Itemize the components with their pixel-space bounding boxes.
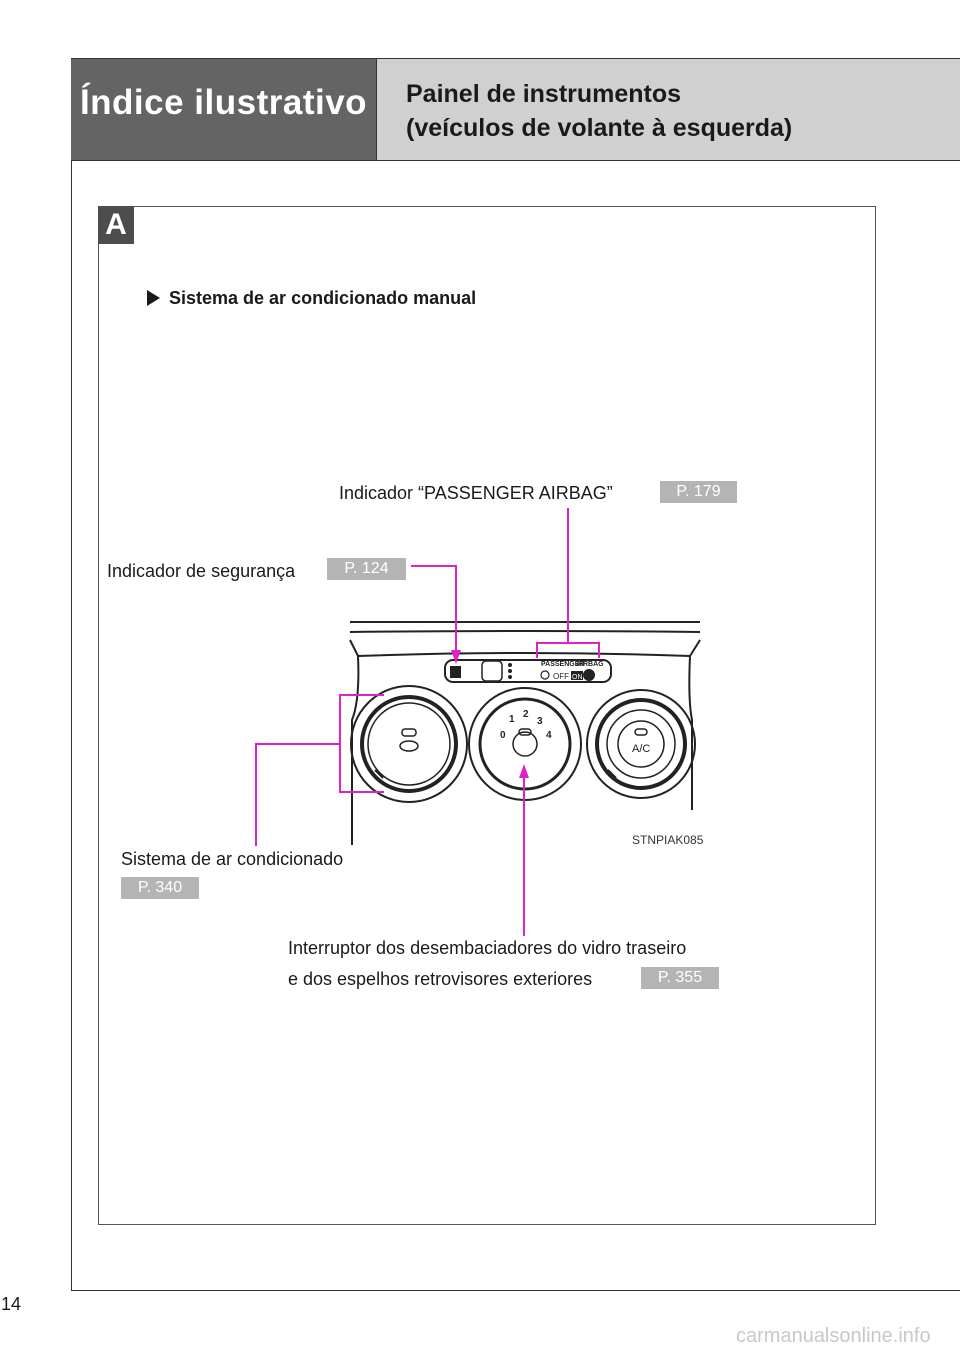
subsection-title-text: Sistema de ar condicionado manual xyxy=(169,288,477,308)
security-indicator-label: Indicador de segurança xyxy=(107,561,296,581)
console-outline xyxy=(349,621,701,845)
panel-badge: A xyxy=(98,206,134,244)
page-title-line1: Painel de instrumentos xyxy=(406,80,682,108)
defogger-label-line1: Interruptor dos desembaciadores do vidro… xyxy=(288,938,687,958)
page-frame xyxy=(71,58,960,1291)
fan-speed-1: 1 xyxy=(509,714,515,725)
page-title-line2: (veículos de volante à esquerda) xyxy=(406,114,793,142)
temperature-dial xyxy=(586,689,696,799)
indicator-strip: PASSENGER AIRBAG OFF ON xyxy=(450,660,604,682)
fan-speed-3: 3 xyxy=(537,716,543,727)
section-header: Índice ilustrativo xyxy=(71,58,376,161)
fan-speed-4: 4 xyxy=(546,730,552,741)
page-number: 14 xyxy=(1,1294,22,1314)
ac-button-label: A/C xyxy=(632,743,650,755)
ac-system-page-ref[interactable]: P. 340 xyxy=(121,877,199,899)
fan-speed-2: 2 xyxy=(523,709,529,720)
illustration-panel xyxy=(98,206,876,1225)
mode-dial xyxy=(350,685,468,803)
fan-speed-labels: 0 1 2 3 4 xyxy=(500,709,552,741)
security-indicator-icon xyxy=(450,666,461,678)
callout-lines xyxy=(255,508,600,936)
seatbelt-icon xyxy=(481,660,503,682)
arrowheads xyxy=(451,650,529,778)
page-header: Painel de instrumentos (veículos de vola… xyxy=(376,58,960,161)
arrow-down-icon xyxy=(451,650,461,664)
defogger-label-line2: e dos espelhos retrovisores exteriores xyxy=(288,969,593,989)
arrow-up-icon xyxy=(519,764,529,778)
airbag-text: AIRBAG xyxy=(576,661,604,668)
fan-speed-0: 0 xyxy=(500,730,506,741)
defogger-page-ref[interactable]: P. 355 xyxy=(641,967,719,989)
airbag-off-icon xyxy=(540,670,550,680)
section-title: Índice ilustrativo xyxy=(79,83,368,122)
on-text: ON xyxy=(572,674,583,681)
triangle-bullet-icon xyxy=(147,290,160,306)
passenger-text: PASSENGER xyxy=(541,661,584,668)
watermark: carmanualsonline.info xyxy=(736,1325,931,1347)
image-code: STNPIAK085 xyxy=(632,833,704,847)
airbag-on-icon xyxy=(583,669,595,681)
passenger-airbag-page-ref[interactable]: P. 179 xyxy=(660,481,737,503)
off-text: OFF xyxy=(553,672,569,681)
passenger-airbag-label: Indicador “PASSENGER AIRBAG” xyxy=(339,483,613,503)
subsection-title: Sistema de ar condicionado manual xyxy=(147,288,476,309)
security-indicator-page-ref[interactable]: P. 124 xyxy=(327,558,406,580)
ac-system-label: Sistema de ar condicionado xyxy=(121,849,344,869)
